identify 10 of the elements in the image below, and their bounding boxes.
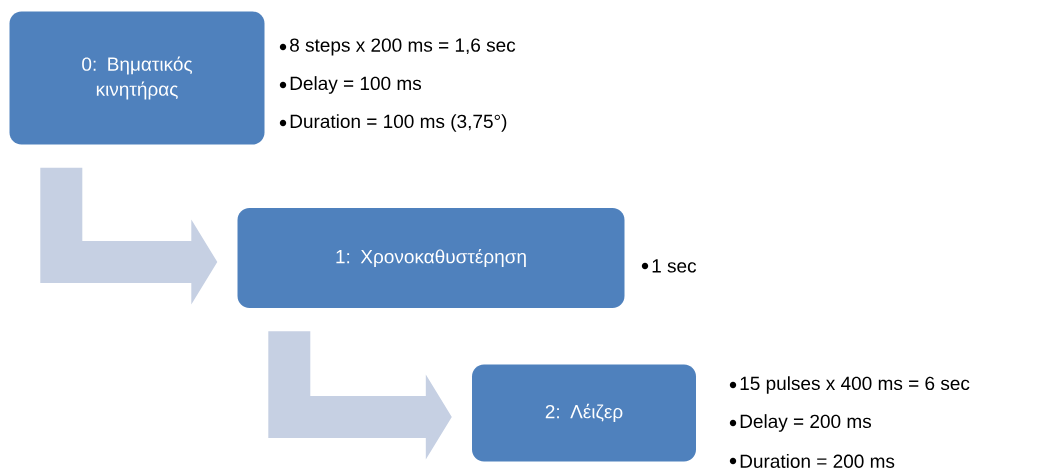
process-box: 2: Λέιζερ: [472, 364, 696, 462]
process-box: 1: Χρονοκαθυστέρηση: [237, 208, 625, 308]
note-text: 15 pulses x 400 ms = 6 sec: [740, 376, 970, 394]
note-text: Duration = 100 ms (3,75°): [290, 114, 507, 132]
note-text: Duration = 200 ms: [740, 454, 895, 468]
note-text: 1 sec: [652, 259, 697, 273]
note-text: Delay = 100 ms: [290, 76, 422, 94]
note-text: Delay = 200 ms: [740, 414, 871, 432]
process-box: 0: Βηματικός κινητήρας: [9, 11, 265, 145]
note-text: 8 steps x 200 ms = 1,6 sec: [290, 38, 516, 56]
